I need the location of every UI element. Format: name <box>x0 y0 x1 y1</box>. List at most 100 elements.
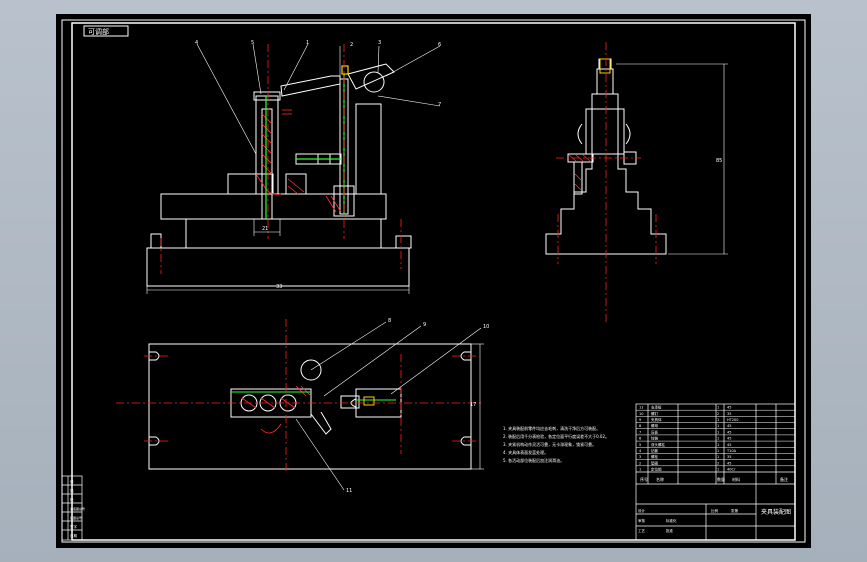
bom-cell: 8 <box>639 424 641 428</box>
bom-cell: 45 <box>727 443 731 447</box>
plan-view-centerlines <box>116 319 481 474</box>
title-block <box>635 403 796 541</box>
balloon-3: 3 <box>378 40 381 46</box>
tech-note-2: 2. 装配后用千分表检验，各定位面平行度误差不大于0.02。 <box>503 433 609 439</box>
tech-note-1: 1. 夹具装配前零件均应去毛刺，清洗干净后方可装配。 <box>503 425 600 431</box>
bom-cell: 螺栓 <box>651 454 659 459</box>
design-label-5: 批准 <box>666 528 674 533</box>
bom-cell: 支承板 <box>651 405 662 410</box>
side-view-centerlines <box>556 42 657 324</box>
left-strip-label-2: 描 <box>70 488 74 493</box>
dim-front-small: 21 <box>262 226 268 232</box>
front-view-hatch <box>255 109 342 213</box>
plan-view-accents <box>231 391 396 406</box>
bom-row-lines <box>636 409 795 467</box>
bom-cell: 11 <box>639 406 643 410</box>
leaders-top <box>196 43 441 155</box>
bom-cell: 9 <box>639 418 641 422</box>
cad-drawing: 可调部 <box>61 19 806 543</box>
balloon-2: 2 <box>350 42 353 48</box>
bom-header-material: 材料 <box>732 476 740 482</box>
bom-cell: 2 <box>717 412 719 416</box>
tech-note-4: 4. 夹具体表面发蓝处理。 <box>503 449 548 455</box>
left-strip-label-1: 借 <box>70 479 74 484</box>
bom-cell: 10 <box>639 412 643 416</box>
front-view-dims <box>146 219 410 294</box>
balloon-4: 4 <box>195 40 198 46</box>
bom-cell: 45 <box>727 424 731 428</box>
design-label-4: 标准化 <box>666 518 677 523</box>
ratio-label: 比例 <box>711 508 719 513</box>
bom-cell: 1 <box>717 443 719 447</box>
bom-cell: 螺钉 <box>651 411 659 416</box>
bom-cell: 5 <box>639 443 641 447</box>
bom-cell: 2 <box>639 461 641 465</box>
drawing-name: 夹具装配图 <box>761 508 791 516</box>
left-strip <box>61 475 83 541</box>
bom-cell: 1 <box>717 449 719 453</box>
bom-cell: 1 <box>717 424 719 428</box>
front-view-centerlines <box>160 44 402 274</box>
bom-header-name: 名称 <box>656 476 664 482</box>
bom-cell: 1 <box>717 418 719 422</box>
left-strip-label-6: 签字 <box>70 524 77 529</box>
balloon-5: 5 <box>251 40 254 46</box>
bom-cell: 35 <box>727 455 731 459</box>
balloon-9: 9 <box>423 322 426 328</box>
side-view-dims <box>616 63 728 255</box>
bom-cell: 1 <box>717 437 719 441</box>
bom-cell: HT200 <box>727 418 738 422</box>
plan-view <box>148 343 472 470</box>
balloon-10: 10 <box>483 324 489 330</box>
bom-cell: 压板 <box>651 429 659 434</box>
design-labels: 设计 审核 工艺 标准化 批准 <box>638 508 677 533</box>
bom-cell: 45 <box>727 461 731 465</box>
cad-viewport[interactable]: 可调部 <box>56 14 811 548</box>
balloon-7: 7 <box>438 102 441 108</box>
left-strip-label-4: 旧底图总号 <box>70 506 85 511</box>
dim-plan-height: 17 <box>470 402 476 408</box>
bom-cell: 钻套 <box>651 448 659 453</box>
side-view-accents <box>599 58 611 74</box>
bom-cell: 1 <box>717 430 719 434</box>
balloon-numbers: 4 5 1 2 3 6 7 8 9 10 11 <box>195 40 489 494</box>
bom-header-no: 序号 <box>640 476 648 482</box>
bom-cell: 45 <box>727 430 731 434</box>
leaders-plan <box>295 321 482 491</box>
tech-note-3: 3. 夹紧机构动作灵活可靠，无卡滞现象，锁紧可靠。 <box>503 441 596 447</box>
balloon-6: 6 <box>438 42 441 48</box>
bom-cell: 1 <box>717 455 719 459</box>
front-view <box>146 63 412 287</box>
bom-cell: 双头螺柱 <box>651 442 665 447</box>
bom-cell: 35 <box>727 412 731 416</box>
title-tab-label: 可调部 <box>88 27 109 36</box>
sheet-label: 张第 <box>731 508 739 513</box>
bom-cell: 45 <box>727 406 731 410</box>
left-strip-label-7: 日期 <box>70 533 77 538</box>
bom-cell: 1 <box>639 468 641 472</box>
sheet-inner-border <box>71 22 796 541</box>
bom-header-remark: 备注 <box>780 476 788 482</box>
bom-cell: 1 <box>717 406 719 410</box>
bom-header-qty: 数量 <box>717 476 725 482</box>
bom-headers: 序号 名称 数量 材料 备注 <box>640 476 788 482</box>
bom-cell: T10A <box>726 449 737 453</box>
left-strip-label-3: 校 <box>70 497 74 502</box>
dim-side-height: 85 <box>716 158 722 164</box>
dim-front-width: 33 <box>276 284 282 290</box>
bom-cell: 45 <box>727 437 731 441</box>
sheet-outer-border <box>61 19 806 543</box>
bom-cell: 夹具体 <box>651 417 662 422</box>
left-strip-labels: 借 描 校 旧底图总号 底图总号 签字 日期 <box>70 479 85 538</box>
balloon-1: 1 <box>306 40 309 46</box>
bom-cell: 4 <box>639 449 642 453</box>
bom-cell: 垫圈 <box>651 460 659 465</box>
design-label-1: 设计 <box>638 508 646 513</box>
plan-view-dims <box>471 343 484 470</box>
bom-cell: 2 <box>717 461 719 465</box>
design-label-2: 审核 <box>638 518 646 523</box>
bom-cell: 40Cr <box>727 468 736 472</box>
side-view-hatch <box>568 154 591 191</box>
bom-cell: 6 <box>639 437 641 441</box>
